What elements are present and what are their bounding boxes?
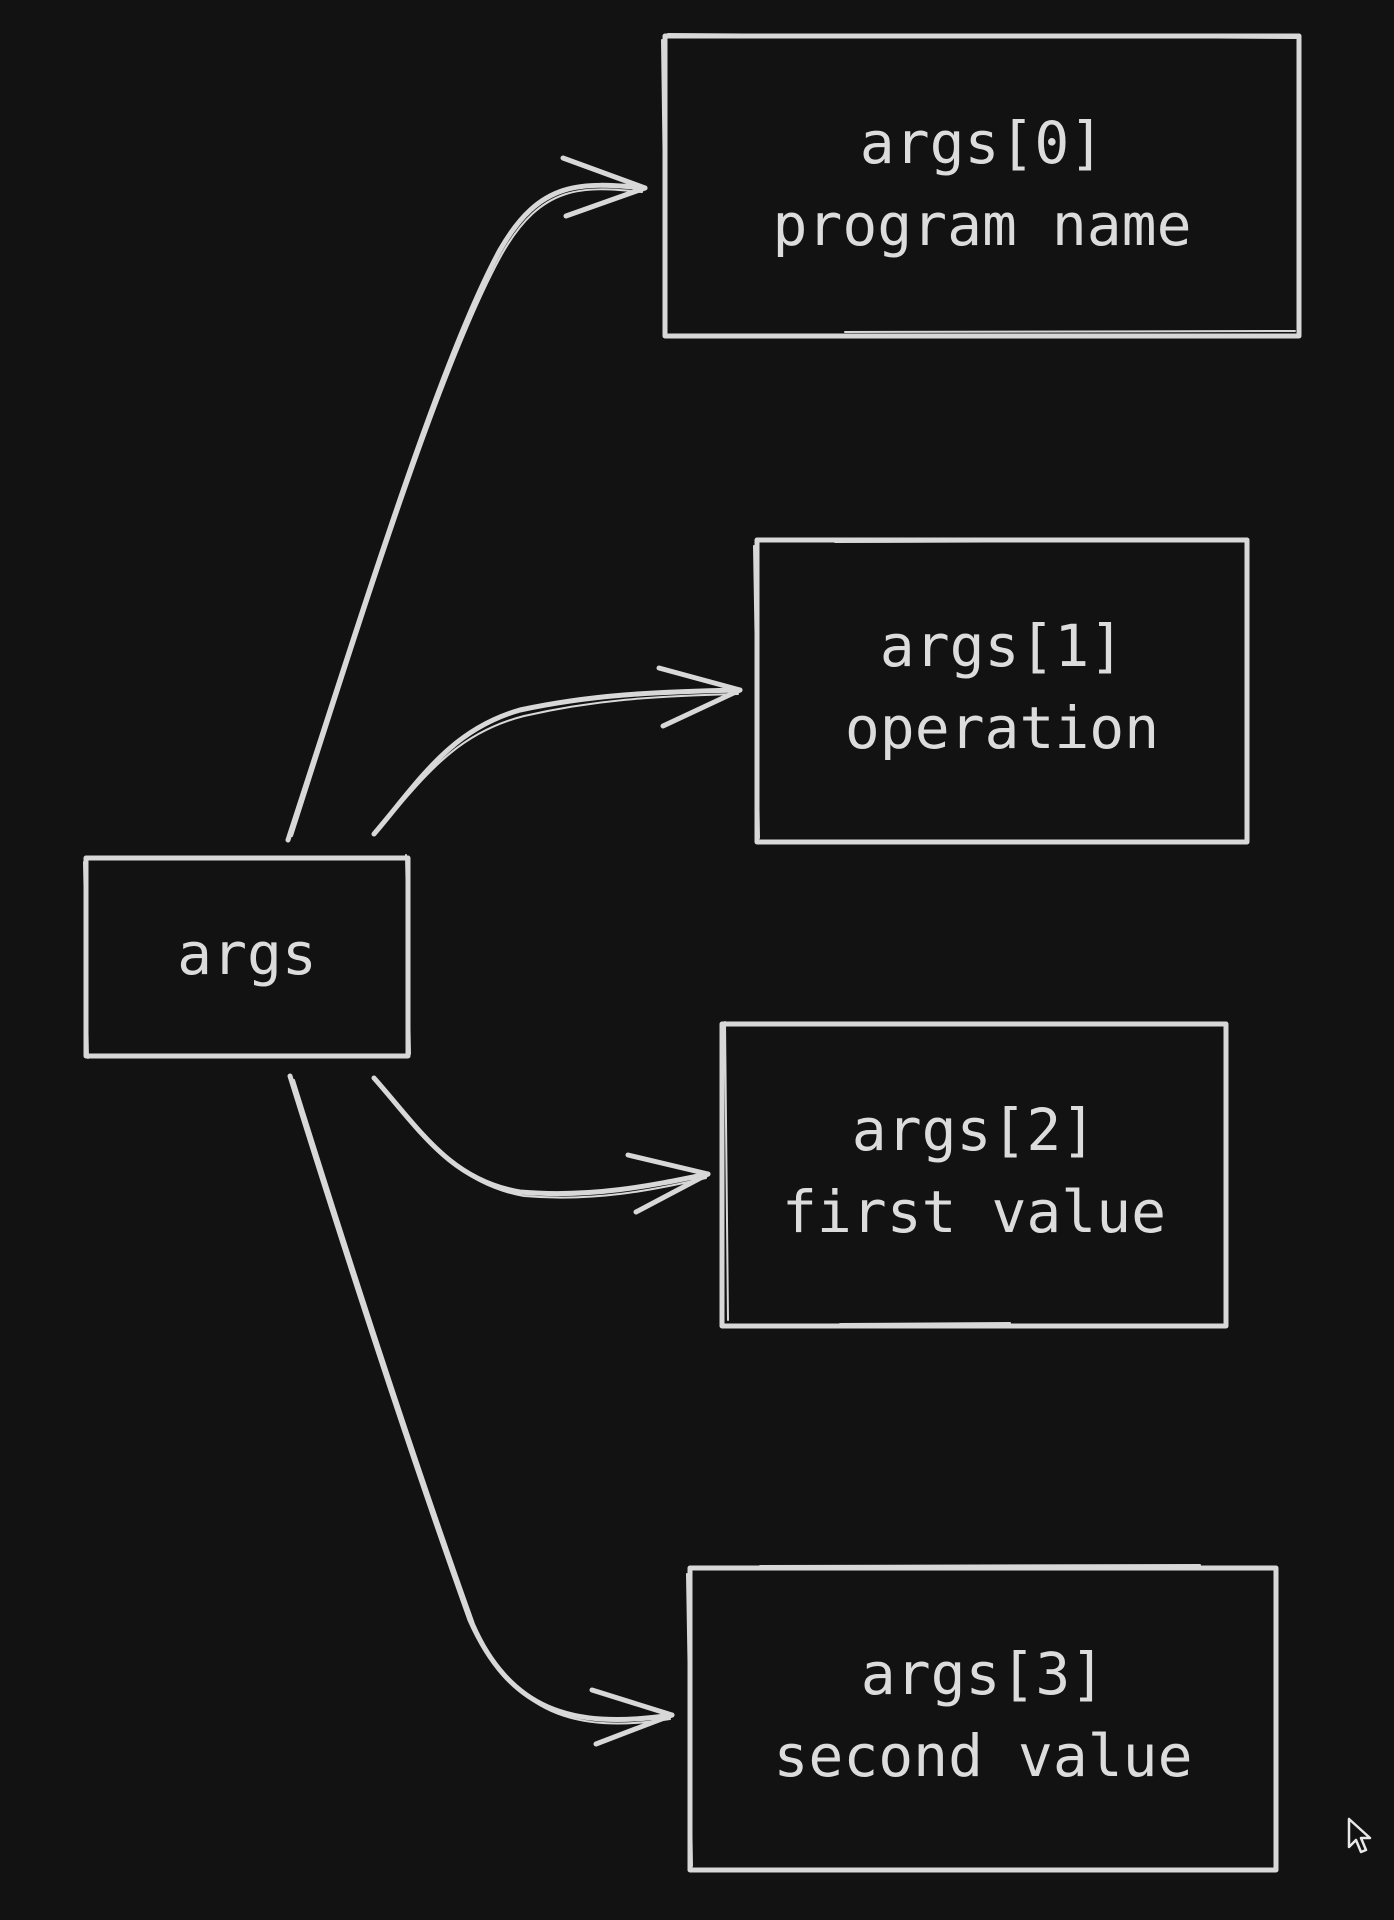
arrow-to-args-0 xyxy=(285,155,648,843)
node-args-3-box xyxy=(687,1565,1279,1873)
node-args-1-box xyxy=(754,537,1250,845)
node-args-2-index: args[2] xyxy=(852,1096,1096,1164)
arrow-to-args-3-line xyxy=(287,1073,675,1722)
node-args-0-index: args[0] xyxy=(860,109,1104,177)
arrow-to-args-3 xyxy=(287,1073,675,1747)
mouse-pointer-icon xyxy=(1347,1817,1372,1854)
node-args-3-description: second value xyxy=(773,1722,1192,1790)
node-args-1-index: args[1] xyxy=(880,612,1124,680)
root-node[interactable]: args xyxy=(83,854,411,1059)
node-args-3[interactable]: args[3] second value xyxy=(686,1564,1279,1873)
node-args-3-index: args[3] xyxy=(861,1640,1105,1708)
node-args-0-box-sketch xyxy=(661,33,1298,335)
arrow-to-args-3-line-sketch xyxy=(293,1079,671,1725)
root-node-box-sketch xyxy=(83,854,411,1059)
node-args-0-description: program name xyxy=(772,191,1191,259)
arrow-to-args-2 xyxy=(371,1075,711,1215)
arrow-to-args-1-line-sketch xyxy=(377,693,739,831)
node-args-1[interactable]: args[1] operation xyxy=(753,537,1250,845)
node-args-2-box xyxy=(719,1021,1229,1329)
arrow-to-args-1-line xyxy=(371,687,743,837)
node-args-2-box-sketch xyxy=(724,1021,1011,1325)
arrow-to-args-0-line-sketch xyxy=(291,188,643,837)
arrow-to-args-1-head xyxy=(656,665,743,729)
node-args-0[interactable]: args[0] program name xyxy=(661,33,1302,339)
arrow-to-args-1 xyxy=(371,665,743,837)
node-args-0-box xyxy=(662,33,1302,339)
arrow-to-args-2-line-sketch xyxy=(377,1081,707,1199)
node-args-1-box-sketch xyxy=(753,540,1136,839)
node-args-3-box-sketch xyxy=(686,1564,1201,1872)
node-args-2-description: first value xyxy=(782,1178,1166,1246)
arrow-to-args-0-head xyxy=(560,155,648,219)
arrow-to-args-0-line xyxy=(285,182,648,843)
root-node-label: args xyxy=(177,920,317,988)
node-args-1-description: operation xyxy=(845,694,1159,762)
arrow-to-args-2-head xyxy=(625,1152,711,1215)
node-args-2[interactable]: args[2] first value xyxy=(719,1021,1229,1329)
arrow-to-args-3-head xyxy=(589,1687,675,1747)
